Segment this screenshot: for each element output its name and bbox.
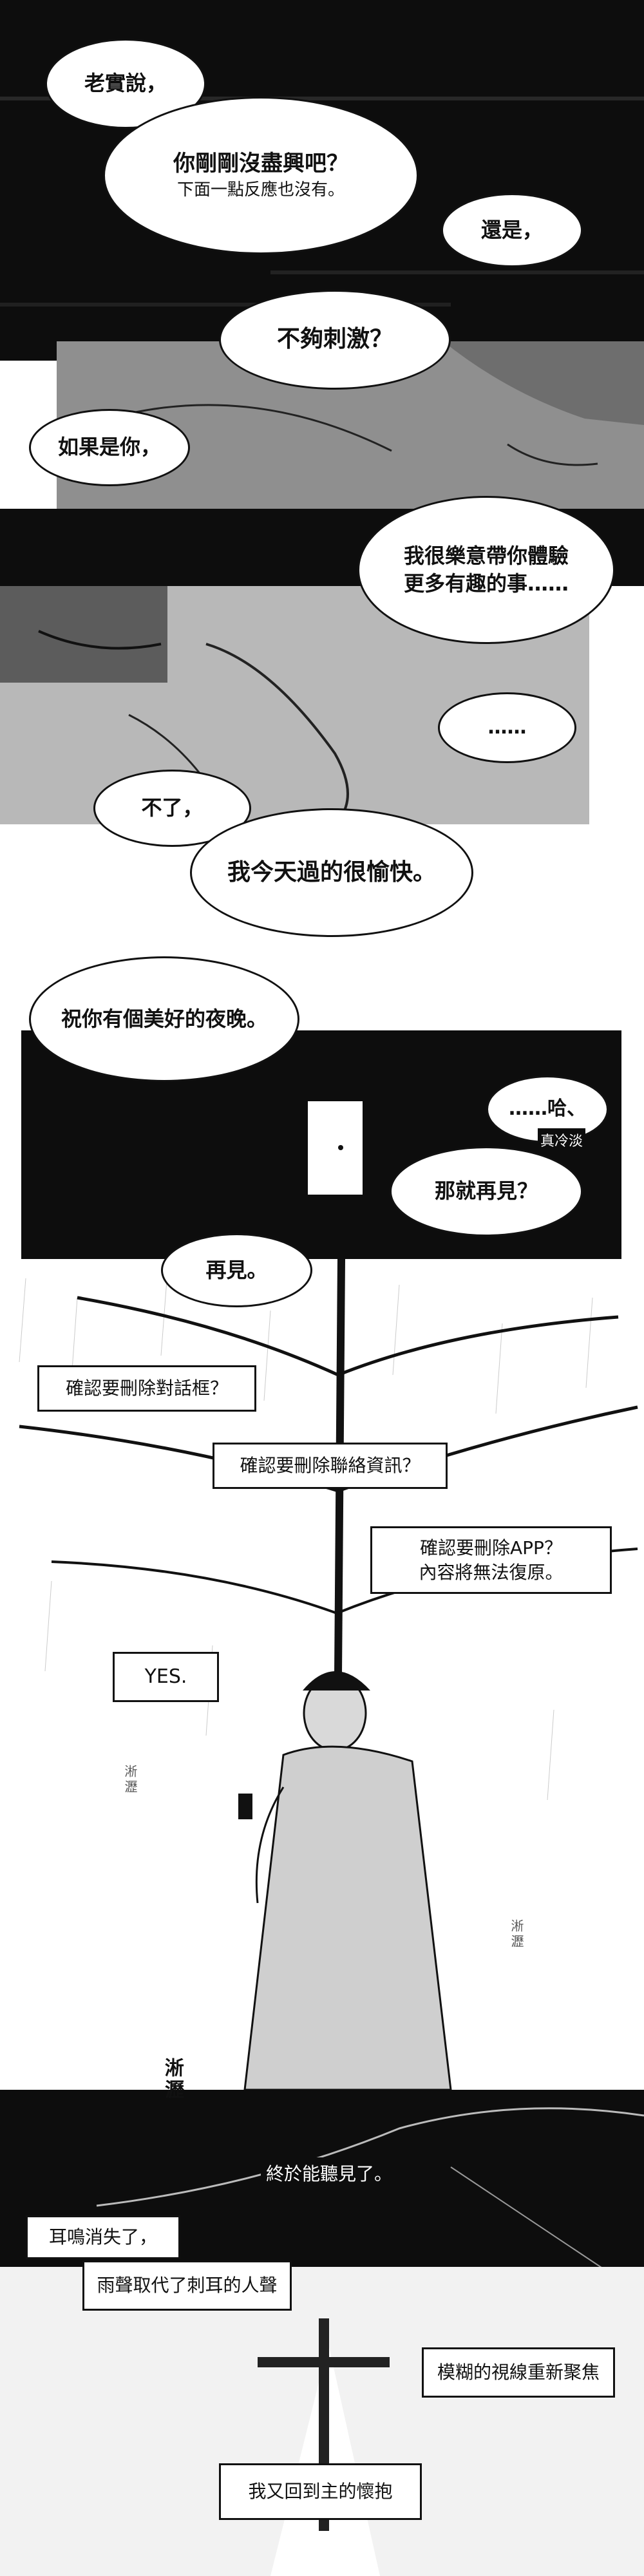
narration-text: 終於能聽見了。 xyxy=(266,2163,393,2184)
bubble-text: 如果是你， xyxy=(57,435,161,460)
bubble-text: 老實說， xyxy=(84,71,167,96)
rain-sfx: 淅瀝 xyxy=(161,2058,184,2101)
narration-box: 我又回到主的懷抱 xyxy=(219,2463,422,2520)
rain-sfx: 淅瀝 xyxy=(509,1919,524,1950)
hands-illustration xyxy=(0,586,349,824)
man-figure xyxy=(238,1671,452,2090)
speech-bubble: 如果是你， xyxy=(29,409,190,486)
glitch-line xyxy=(0,97,644,100)
narration-box: 雨聲取代了刺耳的人聲 xyxy=(82,2260,292,2311)
dialog-text: 確認要刪除APP？ 內容將無法復原。 xyxy=(419,1537,564,1583)
bubble-text: 不夠刺激？ xyxy=(276,326,393,353)
bubble-text: 再見。 xyxy=(205,1257,268,1282)
speech-bubble: …… xyxy=(438,692,576,763)
bubble-subtext: 下面一點反應也沒有。 xyxy=(176,180,345,200)
speech-bubble: 你剛剛沒盡興吧？ 下面一點反應也沒有。 xyxy=(103,97,419,254)
bubble-text: ……哈、 xyxy=(509,1097,586,1121)
speech-bubble: 我今天過的很愉快。 xyxy=(190,808,473,937)
confirm-delete-dialog-box: 確認要刪除對話框？ xyxy=(37,1365,256,1412)
narration-text: 我又回到主的懷抱 xyxy=(248,2481,393,2503)
speech-bubble: 還是， xyxy=(441,193,583,267)
speech-bubble: 我很樂意帶你體驗更多有趣的事…… xyxy=(357,496,615,644)
name-tag: 真冷淡 xyxy=(538,1128,586,1151)
dialog-text: 確認要刪除聯絡資訊？ xyxy=(240,1455,421,1477)
glitch-line xyxy=(270,270,644,274)
narration-text: 雨聲取代了刺耳的人聲 xyxy=(97,2275,278,2297)
speech-bubble: 祝你有個美好的夜晚。 xyxy=(29,956,299,1082)
narration-hearing: 終於能聽見了。 xyxy=(261,2157,398,2188)
narration-box: 模糊的視線重新聚焦 xyxy=(422,2347,615,2398)
bubble-text: …… xyxy=(488,715,527,739)
confirm-delete-app-box: 確認要刪除APP？ 內容將無法復原。 xyxy=(370,1526,612,1594)
glitch-line xyxy=(0,303,451,307)
speech-bubble: 老實說， xyxy=(45,39,206,129)
bubble-text: 我很樂意帶你體驗更多有趣的事…… xyxy=(403,543,569,596)
speech-bubble: 不夠刺激？ xyxy=(219,290,451,390)
yes-box: YES. xyxy=(113,1652,219,1702)
bubble-text: 那就再見？ xyxy=(434,1179,538,1204)
confirm-delete-contact-box: 確認要刪除聯絡資訊？ xyxy=(213,1443,448,1489)
bubble-text: 你剛剛沒盡興吧？ xyxy=(173,151,348,176)
bubble-text: 不了， xyxy=(141,795,204,820)
rain-sfx: 淅瀝 xyxy=(122,1765,138,1795)
door-light xyxy=(308,1101,363,1195)
narration-box: 耳鳴消失了， xyxy=(26,2215,180,2259)
cross-illustration xyxy=(258,2318,390,2576)
name-tag-text: 真冷淡 xyxy=(540,1133,583,1150)
face-illustration xyxy=(108,341,644,466)
speech-bubble: 那就再見？ xyxy=(390,1146,583,1236)
panel-light-ending xyxy=(0,2267,644,2576)
bubble-text: 還是， xyxy=(480,217,543,242)
speech-bubble: 再見。 xyxy=(161,1233,312,1307)
dialog-text: YES. xyxy=(144,1665,187,1688)
narration-text: 模糊的視線重新聚焦 xyxy=(437,2362,600,2383)
bubble-text: 我今天過的很愉快。 xyxy=(227,858,436,886)
narration-text: 耳鳴消失了， xyxy=(48,2226,157,2248)
door-dot xyxy=(338,1145,343,1150)
dialog-text: 確認要刪除對話框？ xyxy=(65,1378,228,1399)
bubble-text: 祝你有個美好的夜晚。 xyxy=(61,1006,267,1031)
